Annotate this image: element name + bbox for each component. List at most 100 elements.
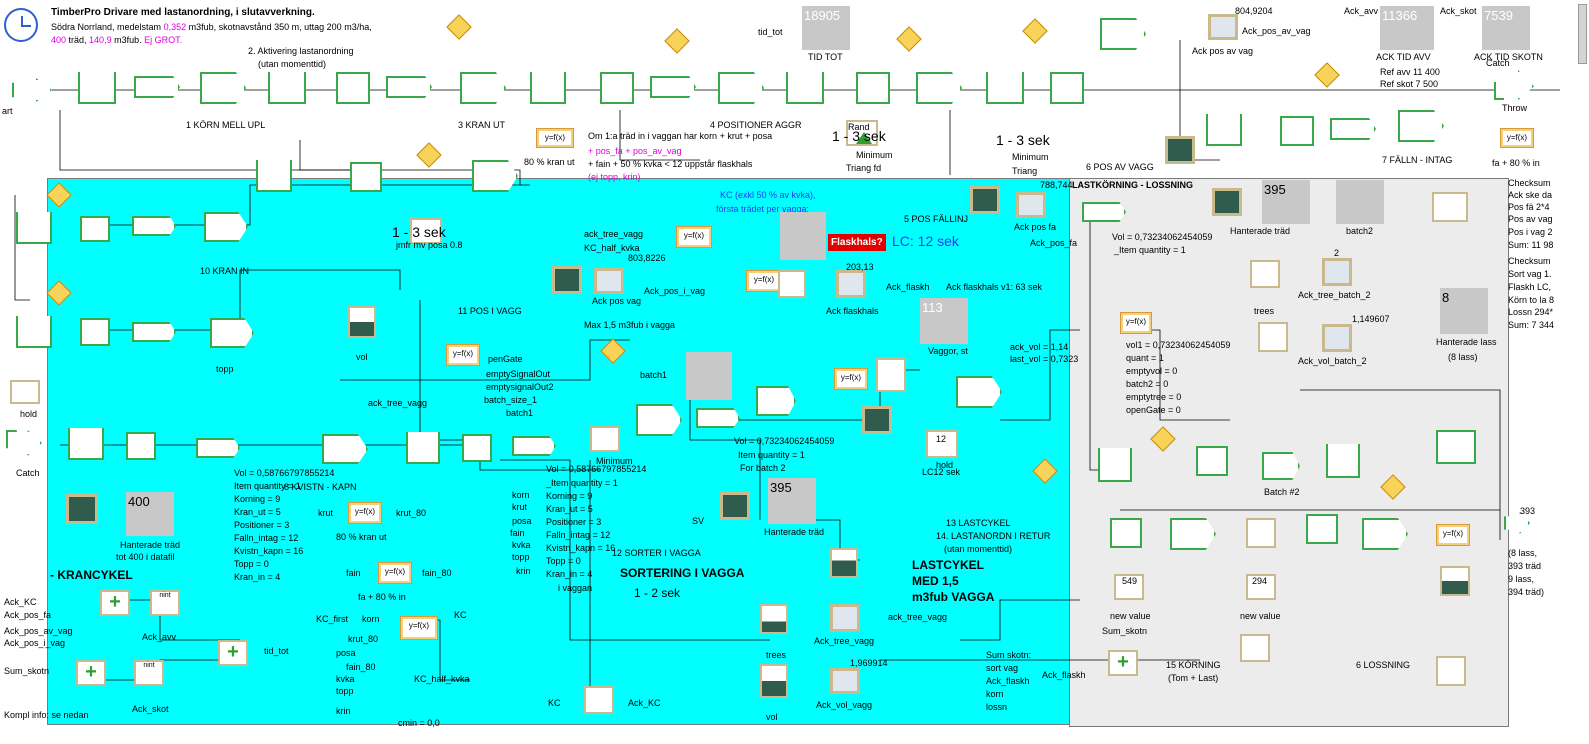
gate-block-4[interactable] <box>1050 72 1084 104</box>
batch-fx-block[interactable]: y=f(x) <box>446 344 480 366</box>
gate-block-5[interactable] <box>1280 116 1314 146</box>
queue-kran-in-1[interactable] <box>16 212 52 244</box>
hold-294[interactable] <box>1246 574 1276 600</box>
gate-kran-in[interactable] <box>80 216 110 242</box>
ack-pos-fa-monitor[interactable] <box>1016 192 1046 218</box>
select-kvistn[interactable] <box>196 438 240 458</box>
select-topp[interactable] <box>132 322 176 342</box>
nint-block-2[interactable]: nint <box>134 660 164 686</box>
hold-trees[interactable] <box>760 604 788 634</box>
activity-lastcykel[interactable] <box>956 376 1002 408</box>
ack-vol-batch-monitor[interactable] <box>1322 324 1352 352</box>
gate-block-1[interactable] <box>336 72 370 104</box>
queue-pos-i-vagg[interactable] <box>256 160 292 192</box>
krut-fx-block[interactable]: y=f(x) <box>348 502 382 524</box>
activity-kvistn-kapn[interactable] <box>322 434 368 464</box>
gate-block-3[interactable] <box>856 72 890 104</box>
gate-kvistn[interactable] <box>126 432 156 460</box>
queue-block-5[interactable] <box>986 72 1024 104</box>
jmfr-rand-block[interactable] <box>410 218 442 244</box>
pos-av-vagg-block[interactable] <box>1165 136 1195 164</box>
hanterade-dark-block-2[interactable] <box>720 492 750 520</box>
gate-block-2[interactable] <box>600 72 634 104</box>
ack-pos-av-vag-monitor[interactable] <box>1208 14 1238 40</box>
hold-gray-3[interactable] <box>1240 634 1270 662</box>
activity-block-top-9[interactable] <box>916 72 962 104</box>
select-batch[interactable] <box>696 408 740 428</box>
activity-korn-mell-upl[interactable] <box>200 72 246 104</box>
kc-fx-block[interactable]: y=f(x) <box>676 226 712 248</box>
table-icon[interactable] <box>1432 192 1468 222</box>
trees-hold-gray[interactable] <box>1250 260 1280 288</box>
fa80-fx-block[interactable]: y=f(x) <box>1500 128 1534 148</box>
gray-fx-block-2[interactable]: y=f(x) <box>1436 524 1470 546</box>
select-gray-1[interactable] <box>1082 202 1126 222</box>
gate-gray-2[interactable] <box>1110 518 1142 548</box>
flaskh-hold-block[interactable] <box>778 270 806 298</box>
vol-hold-block[interactable] <box>348 306 376 338</box>
nint-block-1[interactable]: nint <box>150 590 180 616</box>
queue-gray-1[interactable] <box>1326 444 1360 478</box>
queue-block-1[interactable] <box>78 72 116 104</box>
activity-block-top-10[interactable] <box>1100 18 1146 50</box>
add-block-3[interactable]: + <box>76 660 106 686</box>
activity-korning-15[interactable] <box>1170 518 1216 550</box>
rand-block-1[interactable] <box>846 120 878 146</box>
activity-positioner-aggr[interactable] <box>718 72 764 104</box>
ack-pos-vag-block[interactable] <box>552 266 582 294</box>
queue-block-6[interactable] <box>1206 114 1242 146</box>
activity-lossning[interactable] <box>1362 518 1408 550</box>
kran-ut-fx-block[interactable]: y=f(x) <box>536 128 574 148</box>
dark-sort-2[interactable] <box>862 406 892 434</box>
fx-sort-2[interactable]: y=f(x) <box>834 368 868 390</box>
ack-tree-batch-monitor[interactable] <box>1322 258 1352 286</box>
batch-icon-2[interactable] <box>1436 430 1476 464</box>
hold-gray-4[interactable] <box>1436 656 1466 686</box>
batch-icon[interactable] <box>756 386 796 416</box>
ack-flaskhals-monitor[interactable] <box>836 270 866 298</box>
vol-hold-gray[interactable] <box>1258 322 1288 352</box>
activity-topp[interactable] <box>210 318 254 348</box>
gate-gray-3[interactable] <box>1306 514 1338 544</box>
gray-dark-block[interactable] <box>1212 188 1242 216</box>
ack-pos-vag-monitor[interactable] <box>594 268 624 294</box>
ack-tree-vagg-monitor[interactable] <box>830 604 860 632</box>
gate-gray-1[interactable] <box>1196 446 1228 476</box>
select-block-2[interactable] <box>386 76 432 98</box>
activity-sorter[interactable] <box>636 404 682 436</box>
activity-pos-i-vagg[interactable] <box>472 160 518 192</box>
pos-fallinj-block[interactable] <box>970 186 1000 214</box>
hanterade-dark-block[interactable] <box>66 494 98 524</box>
hold-gray-2[interactable] <box>1440 566 1470 596</box>
queue-block-3[interactable] <box>530 72 566 104</box>
lc12-hold-block[interactable] <box>926 430 958 458</box>
rand-sort-block[interactable] <box>590 426 620 452</box>
add-block-1[interactable]: + <box>100 590 130 616</box>
queue-block-2[interactable] <box>268 72 306 104</box>
queue-kvistn[interactable] <box>68 428 104 460</box>
kc-first-fx-block[interactable]: y=f(x) <box>400 616 438 640</box>
hold-vol-vagg[interactable] <box>760 664 788 698</box>
select-block-4[interactable] <box>1330 118 1376 140</box>
add-block-2[interactable]: + <box>218 640 248 666</box>
hold-sort-2[interactable] <box>876 358 906 392</box>
select-block-3[interactable] <box>650 76 696 98</box>
fain-fx-block[interactable]: y=f(x) <box>378 562 412 584</box>
queue-gray-2[interactable] <box>1098 448 1132 482</box>
gate-pos-i-vagg[interactable] <box>350 162 382 192</box>
hold-gray-1[interactable] <box>1246 518 1276 548</box>
flaskh-fx-block[interactable]: y=f(x) <box>746 270 782 292</box>
select-sorter[interactable] <box>512 436 556 456</box>
select-block-1[interactable] <box>134 76 180 98</box>
hold-549[interactable] <box>1114 574 1144 600</box>
queue-block-4[interactable] <box>786 72 824 104</box>
gate-topp[interactable] <box>80 318 110 346</box>
kc-hold-block[interactable] <box>584 686 614 714</box>
gray-fx-block[interactable]: y=f(x) <box>1120 312 1152 334</box>
activity-kran-ut[interactable] <box>460 72 506 104</box>
batch2-icon[interactable] <box>1262 452 1300 480</box>
queue-sorter[interactable] <box>406 432 440 464</box>
activity-kran-in[interactable] <box>204 212 248 242</box>
scrollbar[interactable] <box>1578 4 1587 64</box>
add-block-gray[interactable]: + <box>1108 650 1138 676</box>
